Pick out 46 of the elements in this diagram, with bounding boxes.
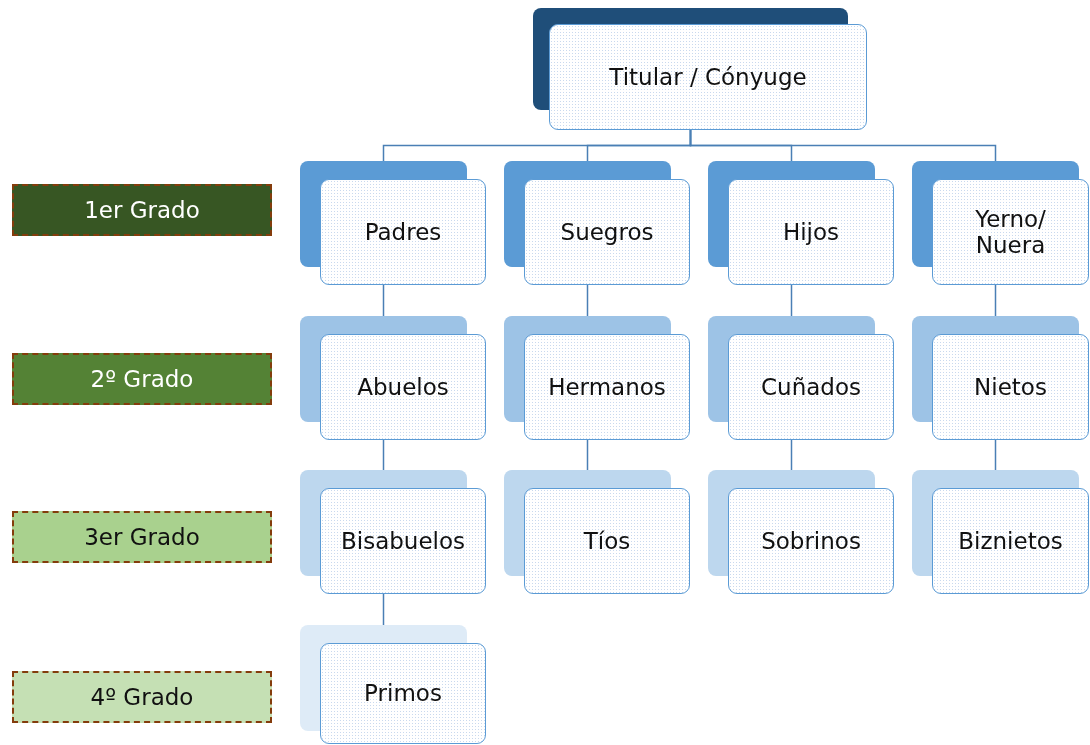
node-label: Yerno/ Nuera [974,205,1047,259]
node-label: Bisabuelos [340,527,466,555]
degree-box [12,671,272,723]
connector-line [382,439,385,471]
stacked-box [912,161,1089,285]
connector-line [382,593,385,626]
degree-box [12,353,272,405]
node-label: Abuelos [356,373,450,401]
connector-line [382,284,385,317]
stacked-box [533,8,867,130]
node-label: Titular / Cónyuge [608,63,808,91]
node-label: Hermanos [547,373,667,401]
node-label: Sobrinos [760,527,862,555]
node-label: Tíos [582,527,632,555]
stacked-box [708,470,894,594]
connector-line [586,284,589,317]
node-label: Biznietos [957,527,1064,555]
stacked-box [708,161,894,285]
stacked-box [300,470,486,594]
stacked-box [912,316,1089,440]
degree-box [12,511,272,563]
stacked-box [300,316,486,440]
connector-line [689,129,997,162]
stacked-box [708,316,894,440]
stacked-box [300,625,486,744]
stacked-box [504,161,690,285]
stacked-box [504,316,690,440]
stacked-box [504,470,690,594]
degree-label: 3er Grado [83,523,201,551]
connector-line [790,284,793,317]
node-label: Nietos [973,373,1048,401]
connector-line [994,284,997,317]
node-label: Suegros [559,218,655,246]
degree-label: 2º Grado [89,365,195,393]
stacked-box [912,470,1089,594]
degree-label: 4º Grado [89,683,195,711]
node-label: Hijos [781,218,841,246]
connector-line [994,439,997,471]
node-label: Primos [363,680,443,707]
node-label: Padres [363,218,443,246]
degree-label: 1er Grado [83,196,201,224]
connector-line [790,439,793,471]
node-label: Cuñados [760,373,862,401]
connector-line [586,439,589,471]
stacked-box [300,161,486,285]
degree-box [12,184,272,236]
